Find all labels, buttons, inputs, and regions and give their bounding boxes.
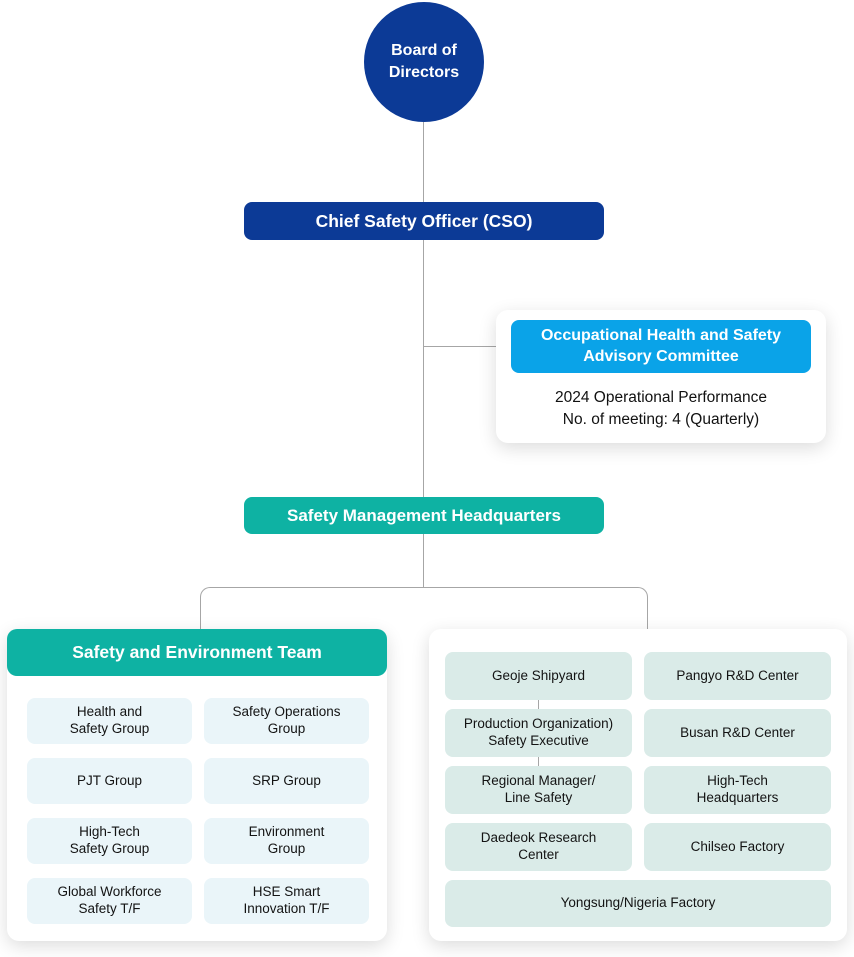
- cell-chilseo-factory: Chilseo Factory: [644, 823, 831, 871]
- board-of-directors-node: Board of Directors: [364, 2, 484, 122]
- team-card-title: Safety and Environment Team: [7, 629, 387, 676]
- cso-node: Chief Safety Officer (CSO): [244, 202, 604, 240]
- committee-note-line2: No. of meeting: 4 (Quarterly): [562, 411, 760, 428]
- cell-hse-smart-innovation-tf: HSE Smart Innovation T/F: [204, 878, 369, 924]
- connector-cso-to-hq: [423, 240, 424, 497]
- team-card: Safety and Environment Team Health and S…: [7, 629, 387, 941]
- cell-global-workforce-safety-tf: Global Workforce Safety T/F: [27, 878, 192, 924]
- committee-title: Occupational Health and Safety Advisory …: [511, 320, 811, 373]
- cell-safety-operations-group: Safety Operations Group: [204, 698, 369, 744]
- cell-daedeok-research-center: Daedeok Research Center: [445, 823, 632, 871]
- cell-high-tech-headquarters: High-Tech Headquarters: [644, 766, 831, 814]
- cell-yongsung-nigeria-factory: Yongsung/Nigeria Factory: [445, 880, 831, 927]
- team-groups-grid: Health and Safety Group Safety Operation…: [7, 676, 387, 924]
- connector-split-branch: [200, 587, 648, 629]
- headquarters-node: Safety Management Headquarters: [244, 497, 604, 534]
- cell-pangyo-rd-center: Pangyo R&D Center: [644, 652, 831, 700]
- cell-production-safety-executive: Production Organization) Safety Executiv…: [445, 709, 632, 757]
- cell-pjt-group: PJT Group: [27, 758, 192, 804]
- sites-card: Geoje Shipyard Pangyo R&D Center Product…: [429, 629, 847, 941]
- connector-shipyard-to-executive: [538, 700, 539, 709]
- committee-card: Occupational Health and Safety Advisory …: [496, 310, 826, 443]
- sites-grid: Geoje Shipyard Pangyo R&D Center Product…: [445, 652, 831, 927]
- connector-hq-to-split: [423, 534, 424, 587]
- cell-busan-rd-center: Busan R&D Center: [644, 709, 831, 757]
- connector-committee-branch: [424, 346, 496, 347]
- cell-regional-manager-line-safety: Regional Manager/ Line Safety: [445, 766, 632, 814]
- cell-srp-group: SRP Group: [204, 758, 369, 804]
- committee-note-line1: 2024 Operational Performance: [555, 389, 767, 406]
- connector-board-to-cso: [423, 122, 424, 202]
- cell-high-tech-safety-group: High-Tech Safety Group: [27, 818, 192, 864]
- cell-geoje-shipyard: Geoje Shipyard: [445, 652, 632, 700]
- connector-executive-to-line-safety: [538, 757, 539, 766]
- cell-health-and-safety-group: Health and Safety Group: [27, 698, 192, 744]
- cell-environment-group: Environment Group: [204, 818, 369, 864]
